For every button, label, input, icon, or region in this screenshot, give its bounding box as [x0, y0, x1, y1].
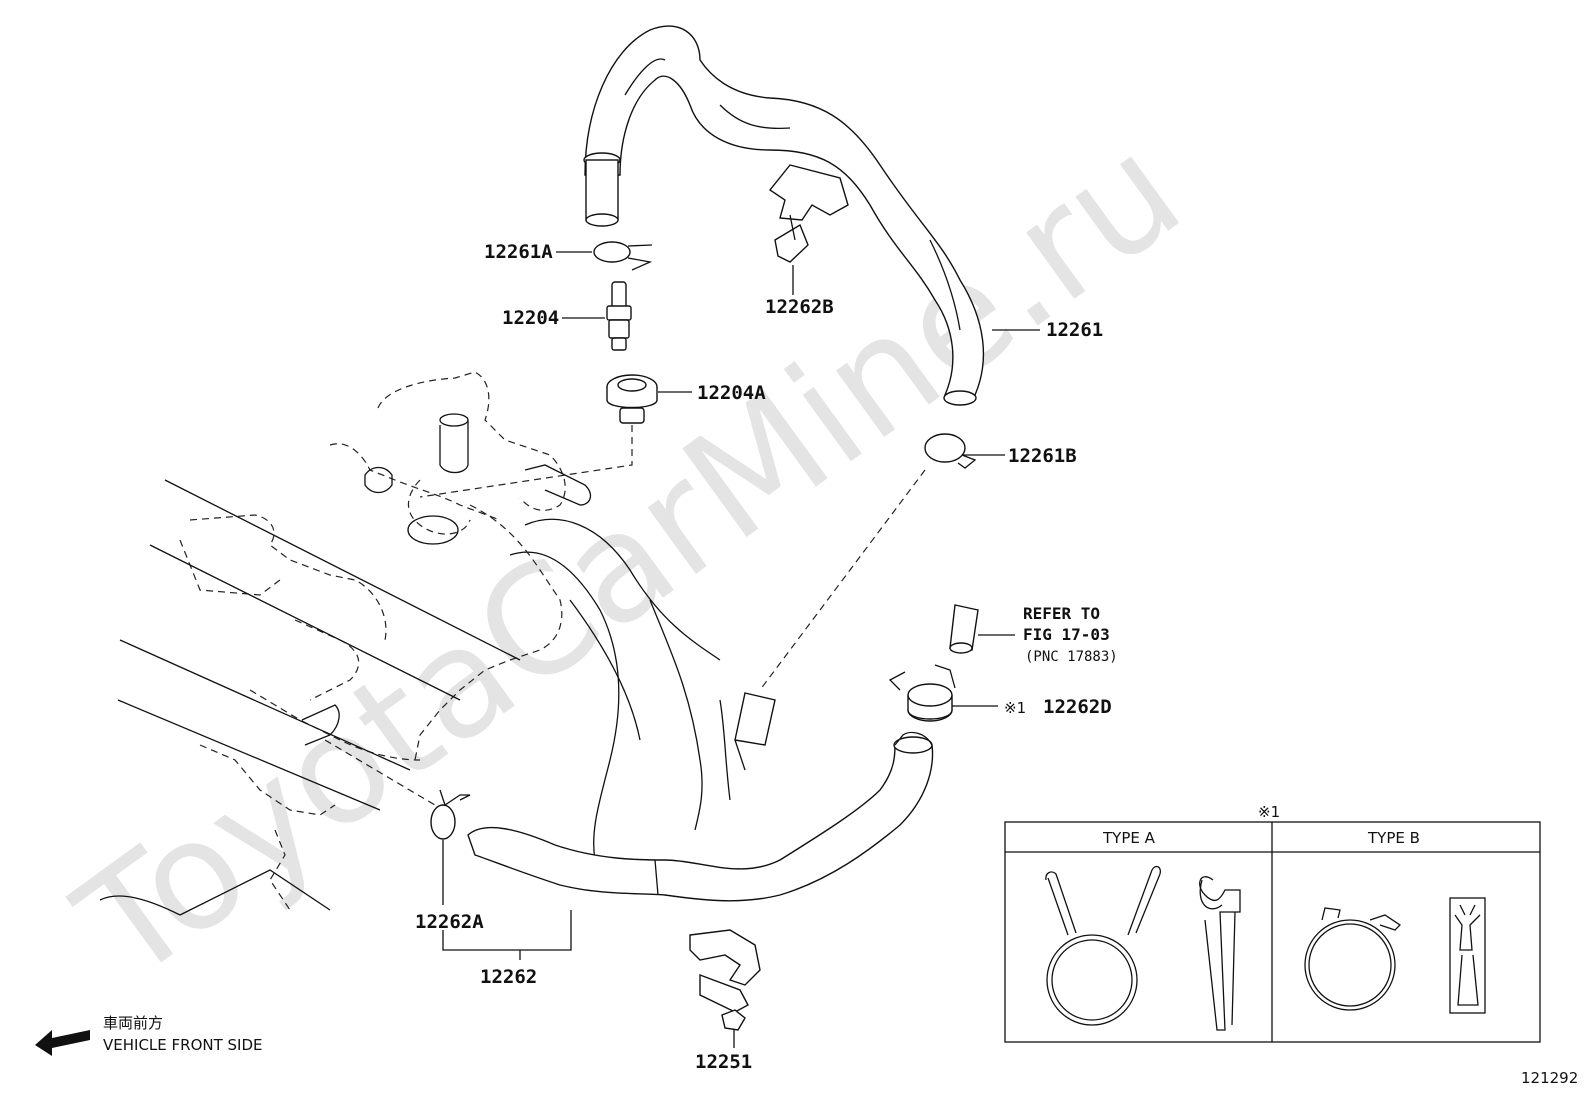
- label-12204a: 12204A: [697, 382, 766, 404]
- pipe-17883: [949, 604, 1015, 654]
- label-12261b: 12261B: [1008, 445, 1077, 467]
- table-header-type-a: TYPE A: [1102, 829, 1156, 847]
- clip-12261b: [924, 433, 977, 469]
- intake-duct: [509, 518, 776, 861]
- hose-12261: [583, 25, 985, 406]
- direction-english: VEHICLE FRONT SIDE: [103, 1036, 263, 1054]
- direction-japanese: 車両前方: [103, 1014, 163, 1032]
- clip-12262d: [888, 664, 956, 722]
- pcv-valve-12204: [606, 281, 632, 351]
- clip-12261a: [593, 241, 653, 271]
- note-mark: ※1: [1004, 699, 1026, 717]
- label-12261a: 12261A: [484, 241, 553, 263]
- leader-grommet: [419, 425, 633, 498]
- label-12262d: 12262D: [1043, 696, 1112, 718]
- table-header-type-b: TYPE B: [1367, 829, 1420, 847]
- bracket-12251: [689, 929, 761, 1031]
- label-12251: 12251: [695, 1051, 752, 1073]
- reference-line-1: REFER TO: [1023, 604, 1100, 623]
- clip-12262b: [768, 164, 849, 263]
- clip-12262a: [430, 789, 471, 840]
- label-12262a: 12262A: [415, 911, 484, 933]
- clamp-type-table: ※1 TYPE A TYPE B: [1004, 803, 1541, 1043]
- reference-line-3: (PNC 17883): [1025, 649, 1118, 665]
- label-12262b: 12262B: [765, 296, 834, 318]
- vehicle-front-indicator: 車両前方 VEHICLE FRONT SIDE: [35, 1014, 263, 1056]
- label-12262: 12262: [480, 966, 537, 988]
- leader-12262a: [324, 739, 441, 809]
- reference-line-2: FIG 17-03: [1023, 625, 1110, 644]
- hose-12262: [467, 731, 934, 902]
- label-12261: 12261: [1046, 319, 1103, 341]
- engine-block: [99, 371, 592, 916]
- table-note-mark: ※1: [1258, 803, 1280, 821]
- grommet-12204a: [606, 374, 658, 424]
- figure-id: 121292: [1521, 1069, 1578, 1087]
- clamp-type-b: [1304, 897, 1486, 1014]
- leader-hose-lower: [759, 469, 926, 691]
- front-arrow-icon: [35, 1030, 90, 1056]
- leader-lines: [442, 251, 1040, 1048]
- clamp-type-a: [1045, 865, 1241, 1031]
- label-12204: 12204: [502, 307, 559, 329]
